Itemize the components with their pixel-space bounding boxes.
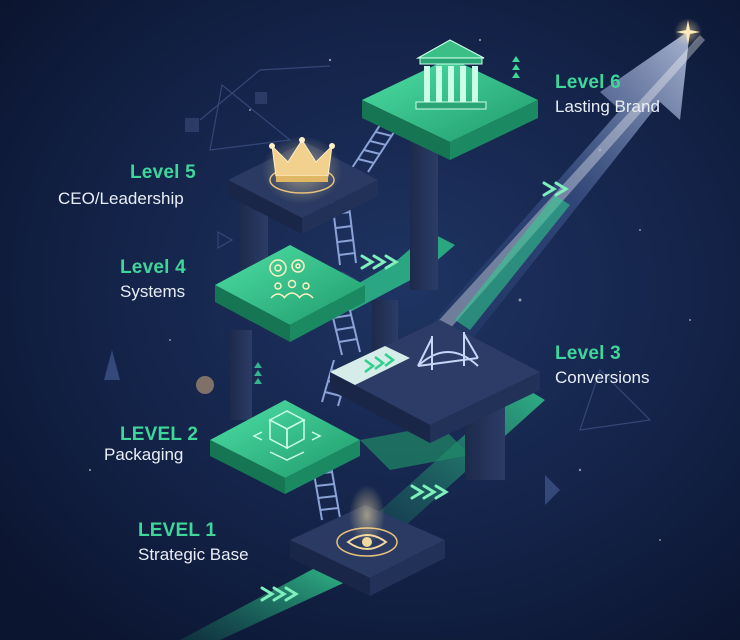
level-3-subtitle: Conversions bbox=[555, 368, 650, 387]
bridge-icon bbox=[417, 332, 479, 370]
level-1-subtitle: Strategic Base bbox=[138, 545, 249, 564]
platform-level-2 bbox=[210, 400, 360, 494]
decor-triangle bbox=[545, 475, 560, 505]
level-4-subtitle: Systems bbox=[120, 282, 186, 301]
small-up-arrows bbox=[512, 56, 520, 78]
level-1-title: LEVEL 1 bbox=[138, 520, 217, 541]
level-4-title: Level 4 bbox=[120, 257, 186, 278]
package-icon bbox=[252, 410, 322, 461]
ladder-5-6 bbox=[351, 121, 399, 173]
level-6-title: Level 6 bbox=[555, 72, 621, 93]
decor-orb bbox=[196, 376, 214, 394]
gears-people-icon bbox=[269, 259, 314, 299]
decor-square bbox=[185, 118, 199, 132]
platform-level-4 bbox=[215, 245, 365, 342]
level-3-title: Level 3 bbox=[555, 343, 621, 364]
level-2-title: LEVEL 2 bbox=[120, 424, 199, 445]
decor-triangle bbox=[104, 350, 120, 380]
growth-arrow bbox=[400, 30, 705, 380]
decorative-shapes bbox=[199, 65, 652, 431]
platform-level-6 bbox=[362, 39, 538, 160]
level-5-subtitle: CEO/Leadership bbox=[58, 189, 184, 208]
sparkle bbox=[674, 18, 702, 46]
platform-level-3 bbox=[330, 320, 540, 443]
chevron-arrows-level-3 bbox=[364, 353, 396, 373]
platform-level-1 bbox=[290, 485, 445, 596]
small-up-arrows-left bbox=[254, 362, 262, 384]
chevron-arrows bbox=[260, 181, 569, 602]
level-6-subtitle: Lasting Brand bbox=[555, 97, 660, 116]
crown-icon bbox=[269, 137, 335, 182]
decor-square bbox=[255, 92, 267, 104]
platform-level-5 bbox=[228, 136, 378, 234]
level-5-title: Level 5 bbox=[130, 162, 196, 183]
level-2-subtitle: Packaging bbox=[104, 445, 184, 464]
bank-building-icon bbox=[415, 39, 487, 110]
eye-icon bbox=[336, 485, 398, 557]
